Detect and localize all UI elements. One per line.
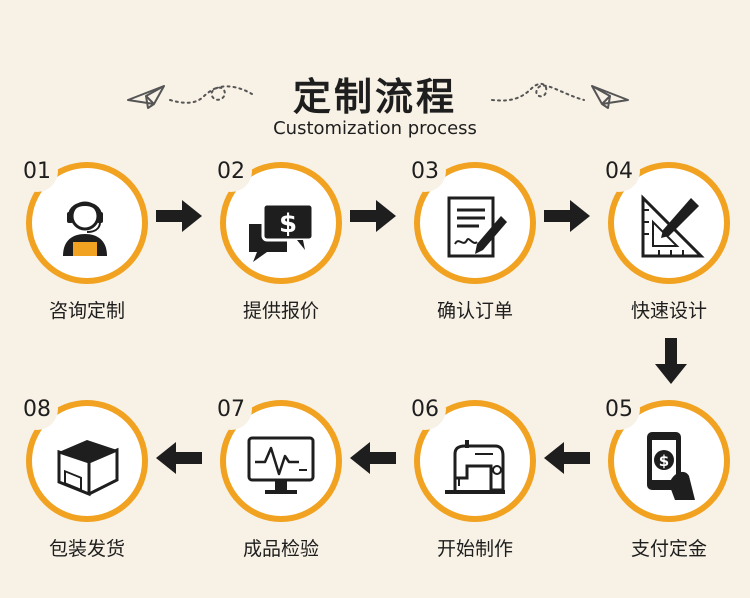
step-01: 01 咨询定制 bbox=[12, 150, 162, 360]
step-06: 06 开始制作 bbox=[400, 388, 550, 598]
step-number: 02 bbox=[210, 150, 252, 192]
customer-service-icon bbox=[63, 201, 107, 256]
step-07: 07 成品检验 bbox=[206, 388, 356, 598]
arrow-right-icon bbox=[544, 200, 590, 232]
paper-plane-left-icon bbox=[127, 85, 253, 109]
payment-phone-icon: $ bbox=[647, 432, 695, 500]
step-02: 02 $ 提供报价 bbox=[206, 150, 356, 360]
arrow-left-icon bbox=[156, 442, 202, 474]
arrow-right-icon bbox=[156, 200, 202, 232]
arrow-left-icon bbox=[544, 442, 590, 474]
step-label: 开始制作 bbox=[436, 538, 513, 560]
step-number: 05 bbox=[598, 388, 640, 430]
svg-text:$: $ bbox=[279, 209, 297, 239]
page-subtitle: Customization process bbox=[273, 118, 477, 139]
arrow-down-icon bbox=[655, 338, 687, 384]
step-label: 咨询定制 bbox=[48, 300, 125, 322]
step-label: 成品检验 bbox=[242, 538, 319, 560]
page-title: 定制流程 bbox=[292, 75, 457, 119]
step-label: 快速设计 bbox=[630, 300, 707, 322]
step-08: 08 包装发货 bbox=[12, 388, 162, 598]
package-box-icon bbox=[57, 440, 119, 497]
sewing-machine-icon bbox=[445, 440, 505, 494]
step-number: 04 bbox=[598, 150, 640, 192]
step-05: 05 $ 支付定金 bbox=[594, 388, 744, 598]
step-03: 03 确认订单 bbox=[400, 150, 550, 360]
svg-text:$: $ bbox=[659, 452, 669, 470]
step-04: 04 快速设计 bbox=[594, 150, 744, 360]
step-label: 支付定金 bbox=[630, 538, 707, 560]
step-number: 06 bbox=[404, 388, 446, 430]
step-label: 确认订单 bbox=[436, 300, 513, 322]
step-label: 包装发货 bbox=[48, 538, 125, 560]
price-chat-icon: $ bbox=[249, 202, 315, 262]
paper-plane-right-icon bbox=[491, 82, 629, 109]
design-ruler-icon bbox=[641, 194, 705, 258]
step-label: 提供报价 bbox=[242, 300, 319, 322]
step-number: 07 bbox=[210, 388, 252, 430]
step-number: 08 bbox=[16, 388, 58, 430]
step-number: 03 bbox=[404, 150, 446, 192]
arrow-right-icon bbox=[350, 200, 396, 232]
monitor-inspection-icon bbox=[247, 436, 315, 494]
arrow-left-icon bbox=[350, 442, 396, 474]
order-sign-icon bbox=[447, 196, 507, 258]
step-number: 01 bbox=[16, 150, 58, 192]
